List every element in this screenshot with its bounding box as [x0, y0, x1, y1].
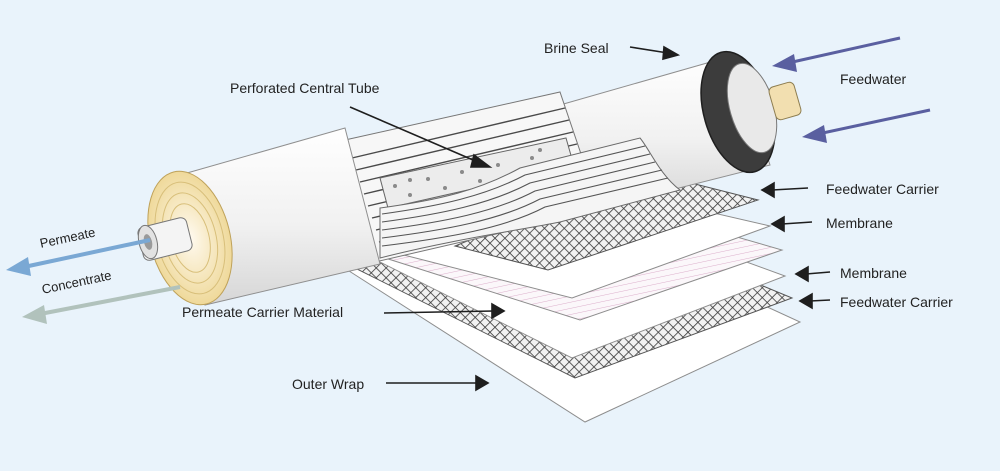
- feedwater-carrier-bottom-label: Feedwater Carrier: [840, 294, 953, 310]
- feedwater-carrier-bottom-pointer: [809, 299, 831, 302]
- feedwater-label: Feedwater: [840, 71, 907, 87]
- feedwater-arrow-bottom-head: [802, 125, 827, 143]
- perforated-central-tube-label: Perforated Central Tube: [230, 80, 380, 96]
- peeled-leaves: [379, 137, 682, 259]
- brine-seal-pointer: [629, 46, 669, 54]
- feedwater-carrier-top-pointer: [771, 187, 809, 191]
- concentrate-arrow-head: [22, 305, 47, 324]
- flow-arrows: [6, 36, 931, 324]
- membrane-bottom-label: Membrane: [840, 265, 907, 281]
- membrane-bottom-pointer: [805, 271, 831, 275]
- central-tube-pointer: [349, 106, 481, 164]
- permeate-carrier-material-label: Permeate Carrier Material: [182, 304, 344, 320]
- permeate-carrier-pointer: [383, 310, 495, 314]
- feedwater-arrow-top-head: [772, 54, 797, 72]
- feedwater-arrow-bottom: [817, 108, 931, 136]
- feed-port: [768, 81, 802, 121]
- tube-perforations: [393, 148, 550, 197]
- membrane-top-label: Membrane: [826, 215, 893, 231]
- feedwater-arrow-top: [787, 36, 901, 65]
- permeate-arrow: [23, 238, 151, 269]
- outer-wrap-label: Outer Wrap: [292, 376, 365, 392]
- membrane-top-pointer: [781, 221, 813, 225]
- label-pointers: [349, 45, 831, 392]
- feedwater-carrier-top-label: Feedwater Carrier: [826, 181, 939, 197]
- concentrate-arrow: [39, 285, 181, 316]
- permeate-arrow-head: [6, 257, 31, 276]
- membrane-element: [137, 50, 802, 306]
- brine-seal-label: Brine Seal: [544, 40, 609, 56]
- peeled-leaf-lines: [381, 145, 669, 247]
- permeate-outlet-pipe: [137, 217, 193, 261]
